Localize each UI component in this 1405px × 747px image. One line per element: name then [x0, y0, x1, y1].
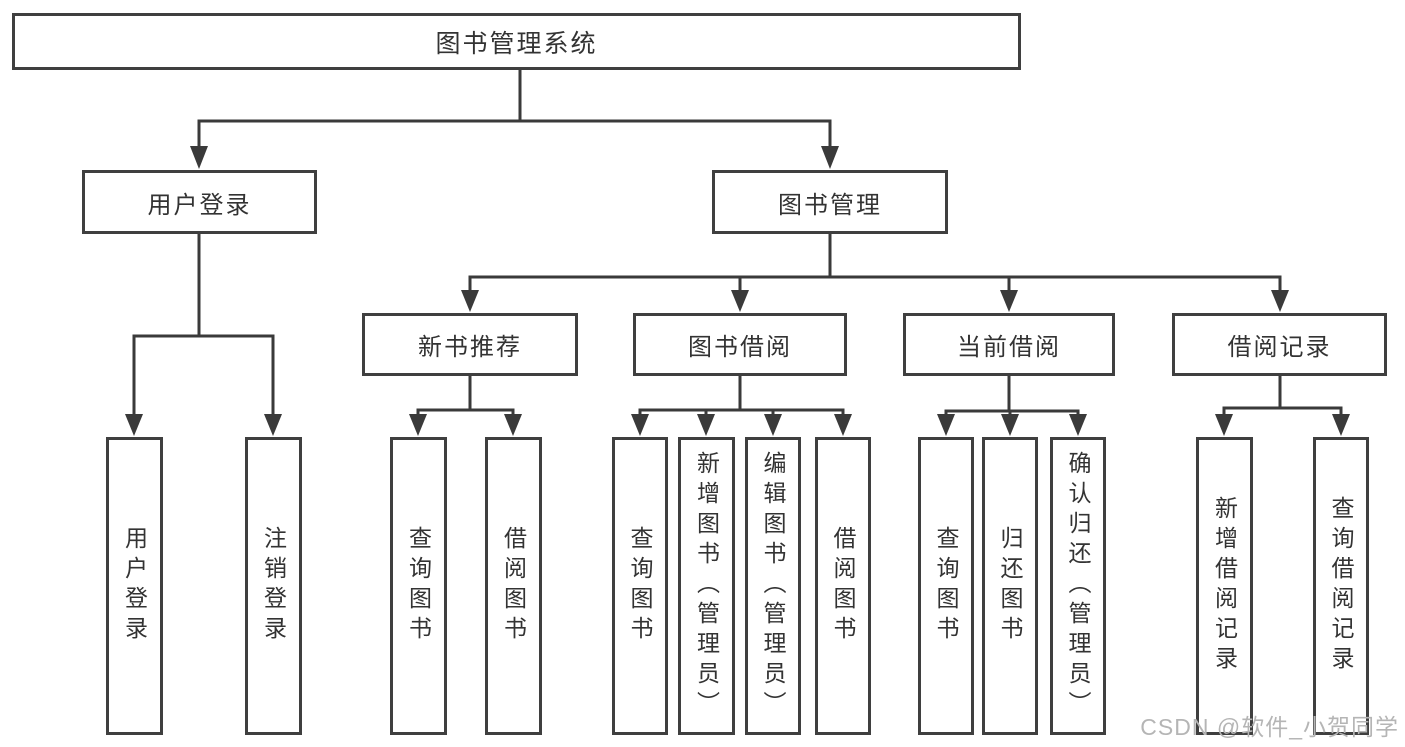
leaf-edit-books-admin: 编辑图书（管理员） [745, 437, 801, 735]
watermark: CSDN @软件_小贺同学 [1140, 714, 1399, 740]
leaf-add-books-admin: 新增图书（管理员） [678, 437, 735, 735]
leaf-logout-login: 注销登录 [245, 437, 302, 735]
leaf-user-login: 用户登录 [106, 437, 163, 735]
node-book-management: 图书管理 [712, 170, 948, 234]
leaf-query-books-current: 查询图书 [918, 437, 974, 735]
leaf-borrow-books-recommend: 借阅图书 [485, 437, 542, 735]
connector-borrow-records-to-leaves [1215, 375, 1350, 436]
connector-book-borrow-to-leaves [631, 375, 852, 436]
node-borrow-records: 借阅记录 [1172, 313, 1387, 376]
connector-new-book-to-leaves [409, 375, 522, 436]
connector-root-to-level1 [190, 68, 839, 169]
node-root: 图书管理系统 [12, 13, 1021, 70]
node-book-borrow: 图书借阅 [633, 313, 847, 376]
leaf-confirm-return-admin: 确认归还（管理员） [1050, 437, 1106, 735]
leaf-query-books-recommend: 查询图书 [390, 437, 447, 735]
leaf-query-books-borrow: 查询图书 [612, 437, 668, 735]
node-user-login: 用户登录 [82, 170, 317, 234]
leaf-borrow-books-borrow: 借阅图书 [815, 437, 871, 735]
node-new-book-recommend: 新书推荐 [362, 313, 578, 376]
connector-current-borrow-to-leaves [937, 375, 1087, 436]
connector-user-login-to-leaves [125, 231, 282, 436]
leaf-query-borrow-record: 查询借阅记录 [1313, 437, 1369, 735]
connector-book-management-to-level2 [461, 232, 1289, 312]
leaf-return-books: 归还图书 [982, 437, 1038, 735]
leaf-add-borrow-record: 新增借阅记录 [1196, 437, 1253, 735]
node-current-borrow: 当前借阅 [903, 313, 1115, 376]
